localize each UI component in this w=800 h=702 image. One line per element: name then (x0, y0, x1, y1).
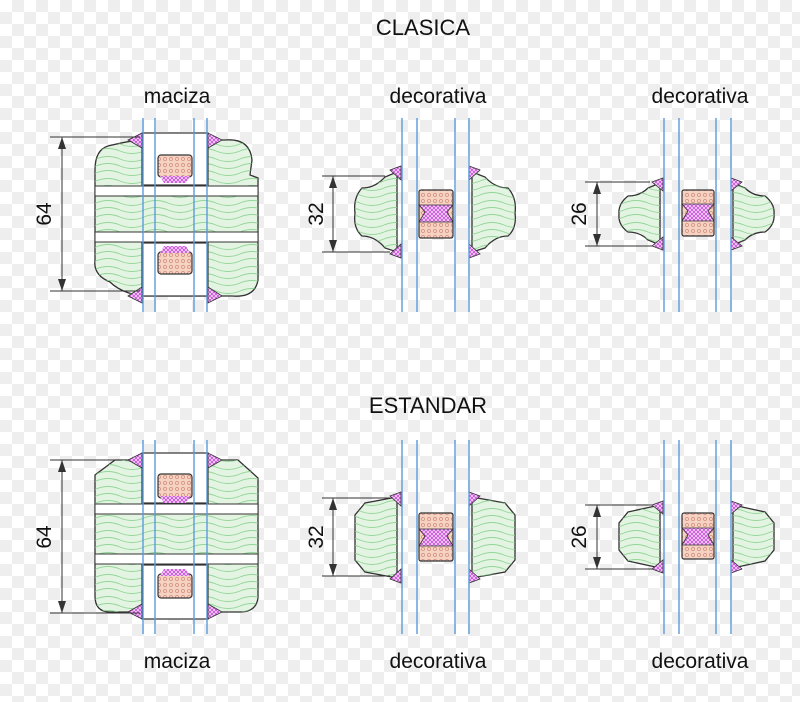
profile-label-clasica-decorativa-26: decorativa (652, 85, 749, 108)
profile-estandar-decorativa-26: 26 (568, 440, 775, 634)
seal (651, 236, 664, 251)
section-title-clasica: CLASICA (376, 15, 470, 40)
seal (651, 559, 664, 574)
seal (127, 603, 143, 620)
groove (94, 553, 259, 565)
spacer (157, 251, 193, 275)
groove (94, 185, 259, 197)
groove (94, 503, 259, 515)
seal (207, 452, 223, 469)
dimension-label: 32 (305, 202, 328, 225)
seal (681, 527, 715, 546)
profile-estandar-decorativa-32: 32 (305, 440, 516, 634)
dimension-label: 32 (305, 525, 328, 548)
spacer (157, 573, 193, 599)
seal (160, 176, 190, 183)
seal (389, 165, 402, 181)
profile-clasica-decorativa-26: 26 (568, 118, 775, 312)
profile-label-estandar-maciza: maciza (144, 650, 211, 673)
seal (389, 243, 402, 259)
seal (418, 204, 454, 223)
profile-estandar-maciza: 64 (33, 440, 259, 634)
seal (160, 246, 190, 253)
profile-clasica-maciza: 64 (33, 118, 259, 312)
seal (160, 496, 190, 503)
seal (418, 528, 454, 547)
profile-label-clasica-decorativa-32: decorativa (390, 85, 487, 108)
spacer (157, 473, 193, 499)
profile-label-estandar-decorativa-32: decorativa (390, 650, 487, 673)
dimension-label: 64 (33, 525, 56, 549)
dimension-label: 26 (568, 525, 591, 548)
seal (681, 203, 715, 222)
seal (389, 491, 402, 507)
profile-label-estandar-decorativa-26: decorativa (652, 650, 749, 673)
seal (389, 568, 402, 584)
dimension-label: 26 (568, 202, 591, 225)
seal (651, 177, 664, 192)
profile-label-clasica-maciza: maciza (144, 85, 211, 108)
profile-clasica-decorativa-32: 32 (305, 118, 516, 312)
seal (207, 286, 223, 304)
groove (94, 231, 259, 243)
seal (207, 603, 223, 620)
spacer (157, 154, 193, 178)
section-title-estandar: ESTANDAR (369, 393, 487, 418)
dimension-label: 64 (33, 202, 56, 226)
seal (160, 569, 190, 576)
seal (127, 452, 143, 469)
seal (651, 500, 664, 515)
seal (207, 132, 223, 149)
